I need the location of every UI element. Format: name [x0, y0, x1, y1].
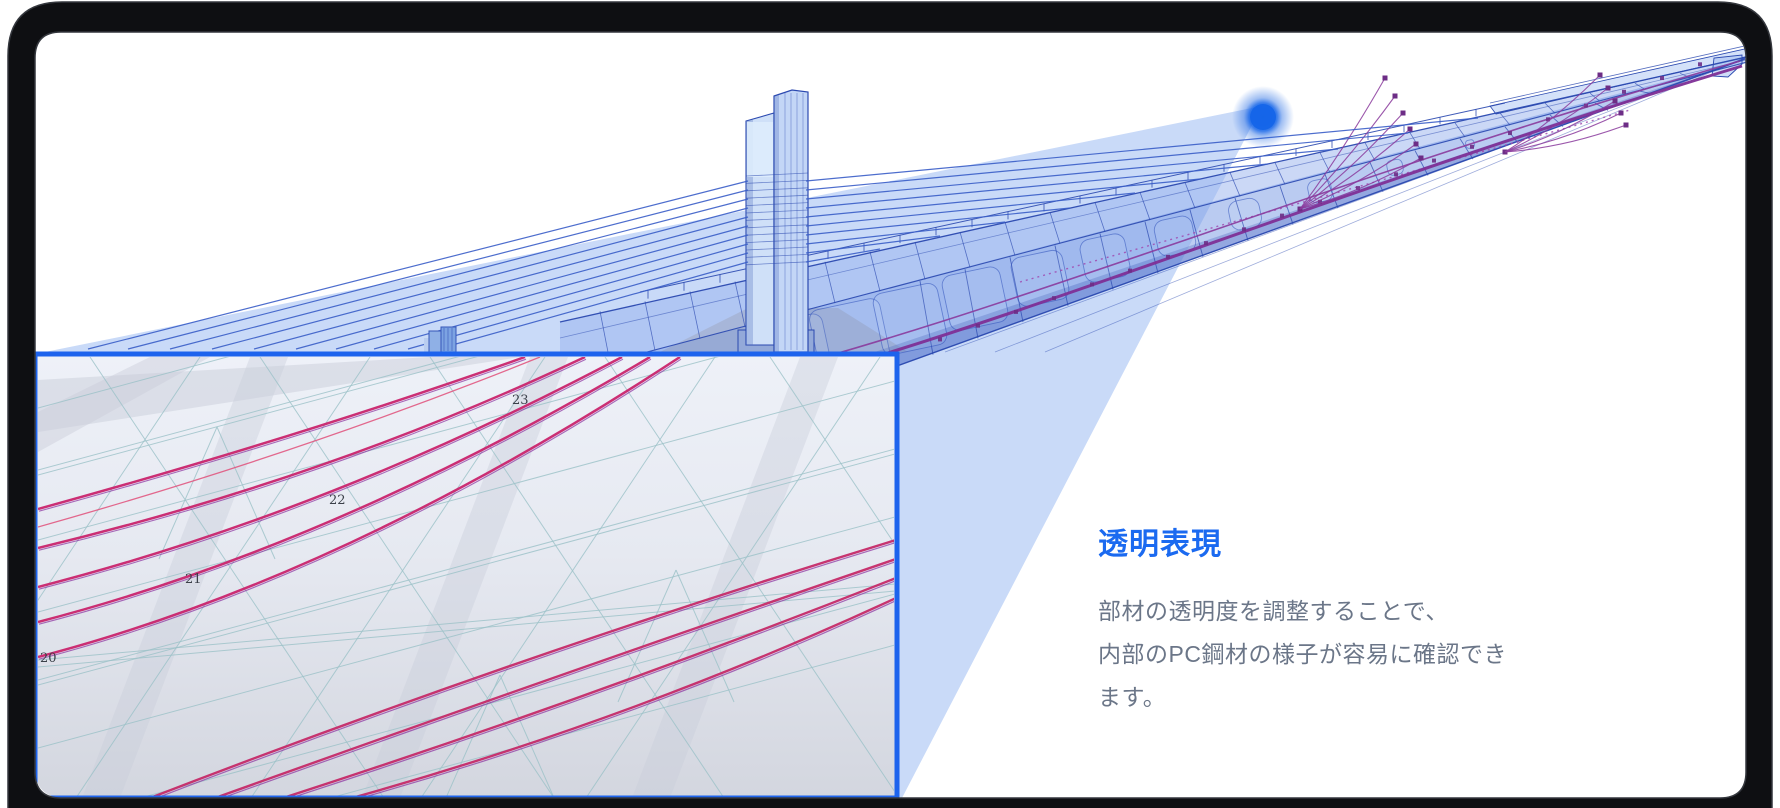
feature-title: 透明表現: [1098, 528, 1222, 561]
inset-border: [35, 351, 900, 798]
screen: 20 21 22 23: [35, 32, 1746, 798]
feature-description-line: 内部のPC鋼材の様子が容易に確認でき: [1098, 641, 1507, 667]
tendon-label-23: 23: [512, 393, 529, 408]
zoom-point-indicator: [1232, 86, 1294, 148]
inset-magnified-view: [38, 357, 894, 796]
device-frame: [7, 1, 1773, 808]
zoom-inset-panel: 20 21 22 23: [35, 351, 900, 798]
tendon-labels: 20 21 22 23: [40, 393, 529, 666]
feature-caption: 透明表現 部材の透明度を調整することで、 内部のPC鋼材の様子が容易に確認でき …: [1098, 527, 1658, 719]
tendon-label-21: 21: [185, 572, 202, 587]
tendon-label-22: 22: [329, 493, 346, 508]
bridge-wireframe-model: [87, 44, 1746, 489]
feature-description-line: ます。: [1098, 684, 1167, 710]
tendon-label-20: 20: [40, 651, 57, 666]
feature-description-line: 部材の透明度を調整することで、: [1098, 598, 1449, 624]
